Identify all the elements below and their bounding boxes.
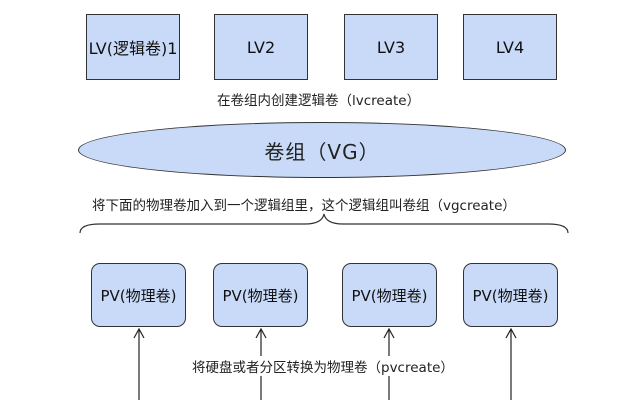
vgcreate-caption: 将下面的物理卷加入到一个逻辑组里，这个逻辑组叫卷组（vgcreate）	[92, 198, 516, 214]
pv-box-2: PV(物理卷)	[213, 263, 308, 327]
volume-group-label: 卷组（VG）	[264, 139, 380, 164]
lv-box-2: LV2	[214, 14, 308, 80]
lv-box-1: LV(逻辑卷)1	[86, 14, 180, 80]
pv-box-1: PV(物理卷)	[91, 263, 186, 327]
pv-box-4: PV(物理卷)	[463, 263, 558, 327]
lvcreate-caption: 在卷组内创建逻辑卷（lvcreate）	[217, 93, 421, 109]
volume-group-ellipse: 卷组（VG）	[78, 122, 566, 178]
lv-box-3: LV3	[344, 14, 438, 80]
pvcreate-caption: 将硬盘或者分区转换为物理卷（pvcreate）	[190, 356, 456, 376]
pv-box-3: PV(物理卷)	[342, 263, 437, 327]
curly-brace	[79, 213, 569, 234]
lv-box-4: LV4	[463, 14, 557, 80]
